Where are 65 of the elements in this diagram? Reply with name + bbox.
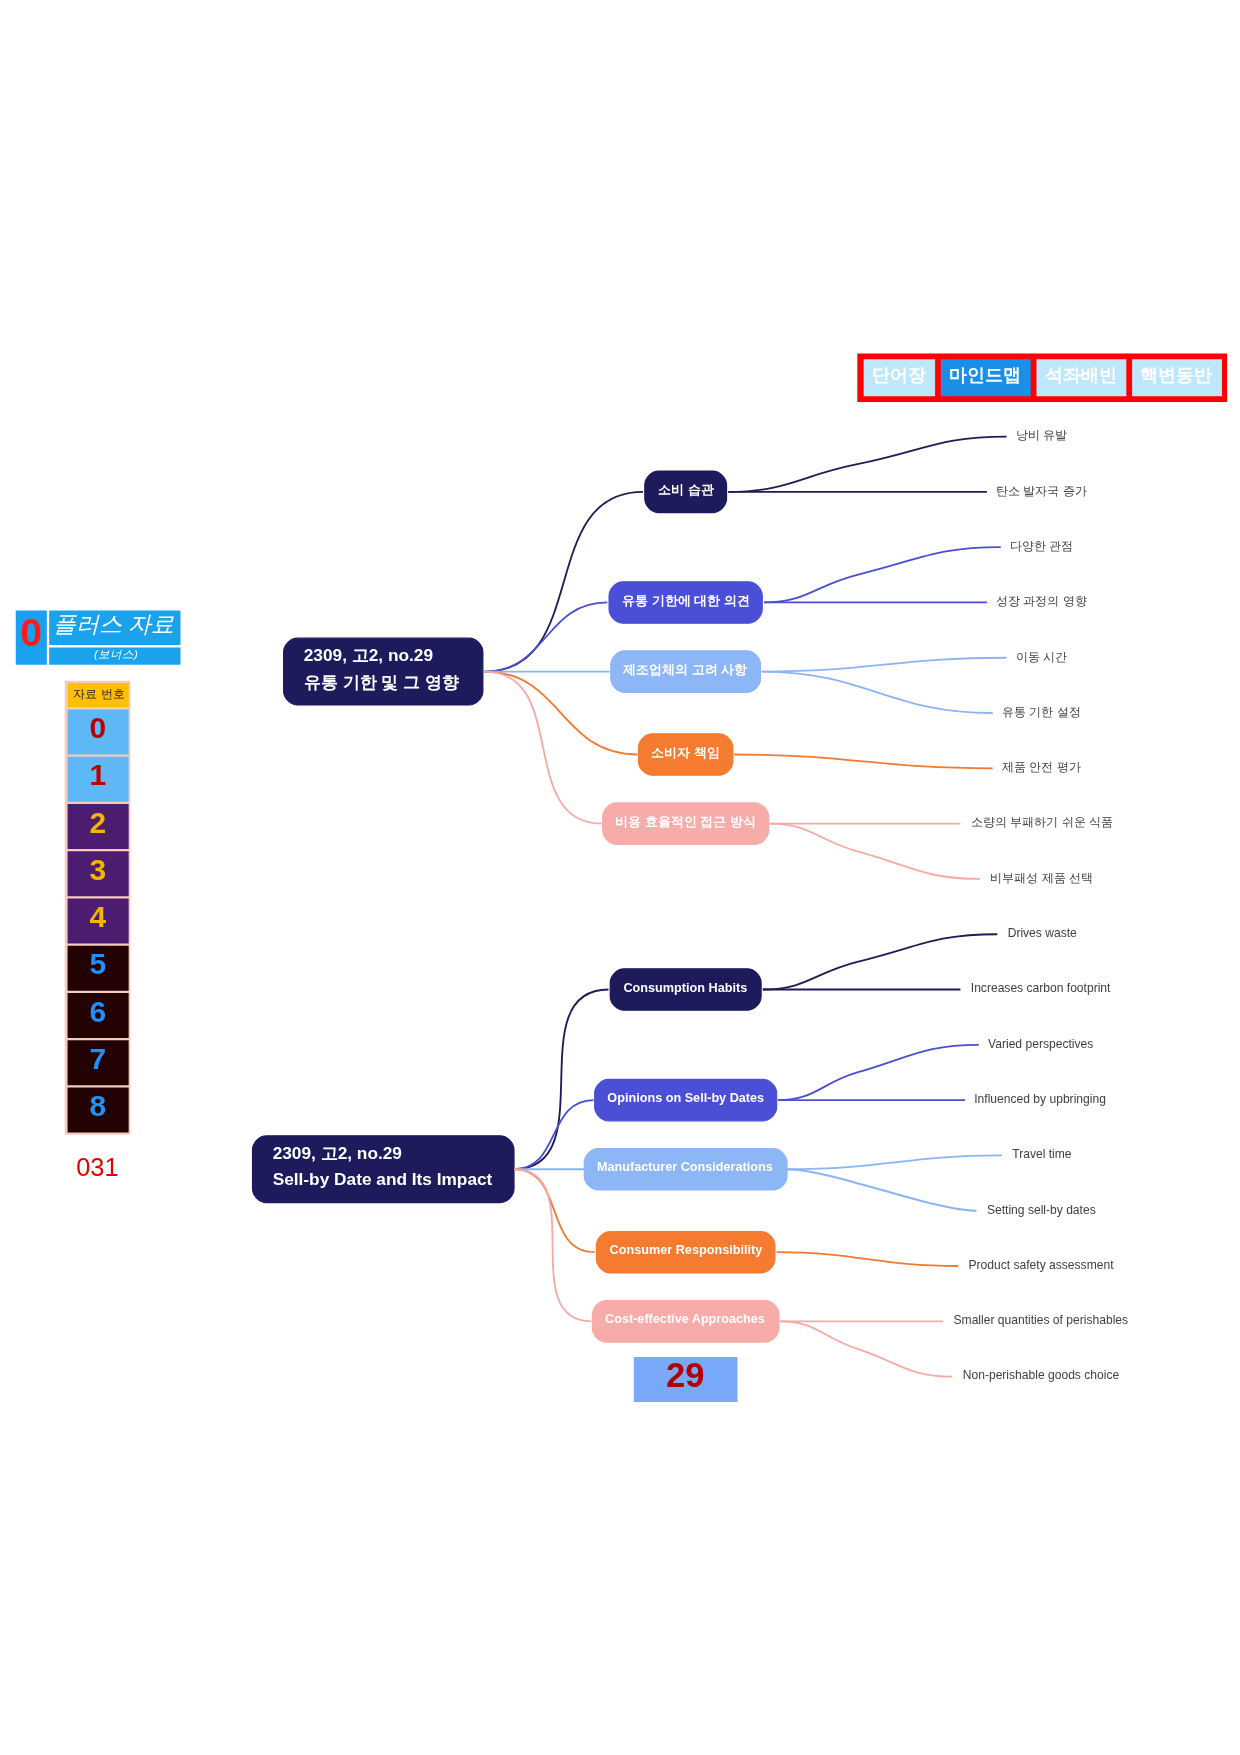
label: 0 — [20, 611, 43, 655]
node-text: 유통 기한 설정 — [1001, 704, 1081, 719]
connector — [761, 988, 962, 991]
connector — [776, 1099, 966, 1102]
node-text: Non-perishable goods choice — [962, 1368, 1120, 1383]
node-text: Setting sell-by dates — [986, 1202, 1096, 1217]
node-box: 유통 기한에 대한 의견 — [608, 581, 763, 624]
node-text: Travel time — [1012, 1147, 1072, 1162]
label: 7 — [89, 1041, 107, 1075]
label: 마인드맵 — [948, 364, 1021, 386]
connector — [733, 753, 994, 770]
node-text: 이동 시간 — [1015, 649, 1068, 664]
label: 8 — [89, 1089, 107, 1123]
node-text: 다양한 관점 — [1009, 538, 1074, 553]
node-box: Consumption Habits — [609, 968, 762, 1011]
label: 2 — [89, 805, 107, 839]
connector — [779, 1320, 954, 1378]
connector — [727, 490, 988, 493]
node-box: Consumer Responsibility — [595, 1230, 776, 1274]
connector — [768, 822, 981, 880]
node-box: 제조업체의 고려 사항 — [610, 650, 762, 693]
node-text: Varied perspectives — [988, 1036, 1094, 1051]
node-box: Opinions on Sell-by Dates — [594, 1078, 778, 1122]
label: 4 — [89, 900, 107, 934]
node-text: Smaller quantities of perishables — [953, 1313, 1129, 1328]
node-box: 2309, 고2, no.29 Sell-by Date and Its Impact — [251, 1135, 515, 1204]
label: 석좌배빈 — [1044, 364, 1117, 386]
connector — [786, 1168, 978, 1212]
node-text: 낭비 유발 — [1015, 428, 1068, 443]
node-box: 소비 습관 — [644, 470, 728, 514]
label: 0 — [89, 711, 107, 745]
label: 031 — [76, 1152, 119, 1181]
connector — [775, 1251, 960, 1267]
connector — [763, 601, 988, 604]
node-text: Drives waste — [1007, 926, 1077, 940]
label: 1 — [89, 758, 107, 792]
node-box: 비용 효율적인 접근 방식 — [602, 802, 770, 845]
node-text: 성장 과정의 영향 — [996, 594, 1087, 609]
connector — [727, 435, 1008, 493]
node-box: Cost-effective Approaches — [591, 1300, 780, 1343]
node-text: 탄소 발자국 증가 — [996, 483, 1087, 498]
connector — [761, 933, 999, 991]
connector — [763, 546, 1002, 604]
node-text: Influenced by upbringing — [974, 1091, 1106, 1106]
node-text: 비부패성 제품 선택 — [990, 870, 1094, 885]
connector — [483, 670, 603, 825]
node-text: Product safety assessment — [968, 1257, 1114, 1272]
node-text: 소량의 부패하기 쉬운 식품 — [970, 815, 1113, 830]
label: (보너스) — [94, 647, 138, 660]
label: 5 — [89, 947, 107, 981]
connector — [513, 1168, 593, 1323]
node-text: Increases carbon footprint — [970, 981, 1111, 996]
node-box: 소비자 책임 — [637, 733, 734, 776]
label: 6 — [89, 994, 107, 1028]
label: 3 — [89, 852, 107, 886]
node-text: 제품 안전 평가 — [1001, 760, 1081, 775]
label: 핵변동반 — [1140, 364, 1213, 386]
connector — [760, 670, 994, 714]
connector — [776, 1043, 980, 1102]
node-box: Manufacturer Considerations — [583, 1147, 788, 1191]
label: 단어장 — [871, 364, 926, 386]
label: 자료 번호 — [73, 688, 125, 701]
node-box: 2309, 고2, no.29 유통 기한 및 그 영향 — [283, 637, 484, 706]
label: 플러스 자료 — [52, 611, 175, 638]
label: 29 — [666, 1355, 705, 1394]
